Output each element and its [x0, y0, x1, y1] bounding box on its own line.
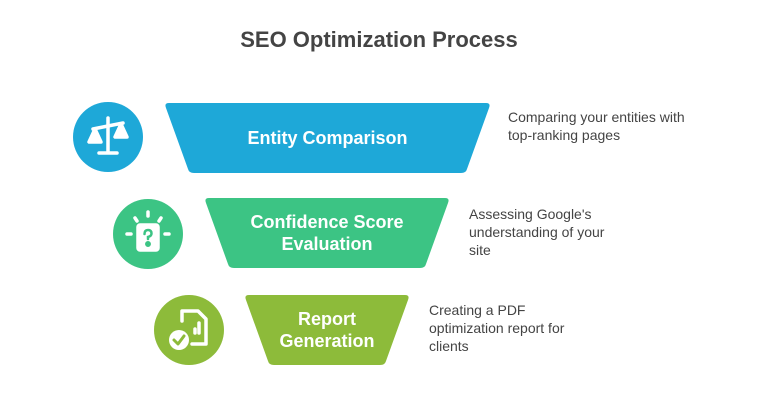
- step-report-generation: Report Generation: [245, 295, 409, 365]
- step-label: Entity Comparison: [247, 128, 408, 148]
- diagram-title: SEO Optimization Process: [240, 27, 518, 52]
- scales-icon: [73, 102, 143, 172]
- step-description: Creating a PDF optimization report for c…: [429, 302, 565, 354]
- step-label: Report Generation: [279, 309, 375, 351]
- question-box-icon: [113, 199, 183, 269]
- step-description: Assessing Google's understanding of your…: [469, 206, 605, 258]
- step-entity-comparison: Entity Comparison: [165, 103, 490, 173]
- step-confidence-score: Confidence Score Evaluation: [205, 198, 449, 268]
- step-label: Confidence Score Evaluation: [250, 212, 404, 254]
- step-description: Comparing your entities with top-ranking…: [508, 109, 685, 143]
- report-check-icon: [154, 295, 224, 365]
